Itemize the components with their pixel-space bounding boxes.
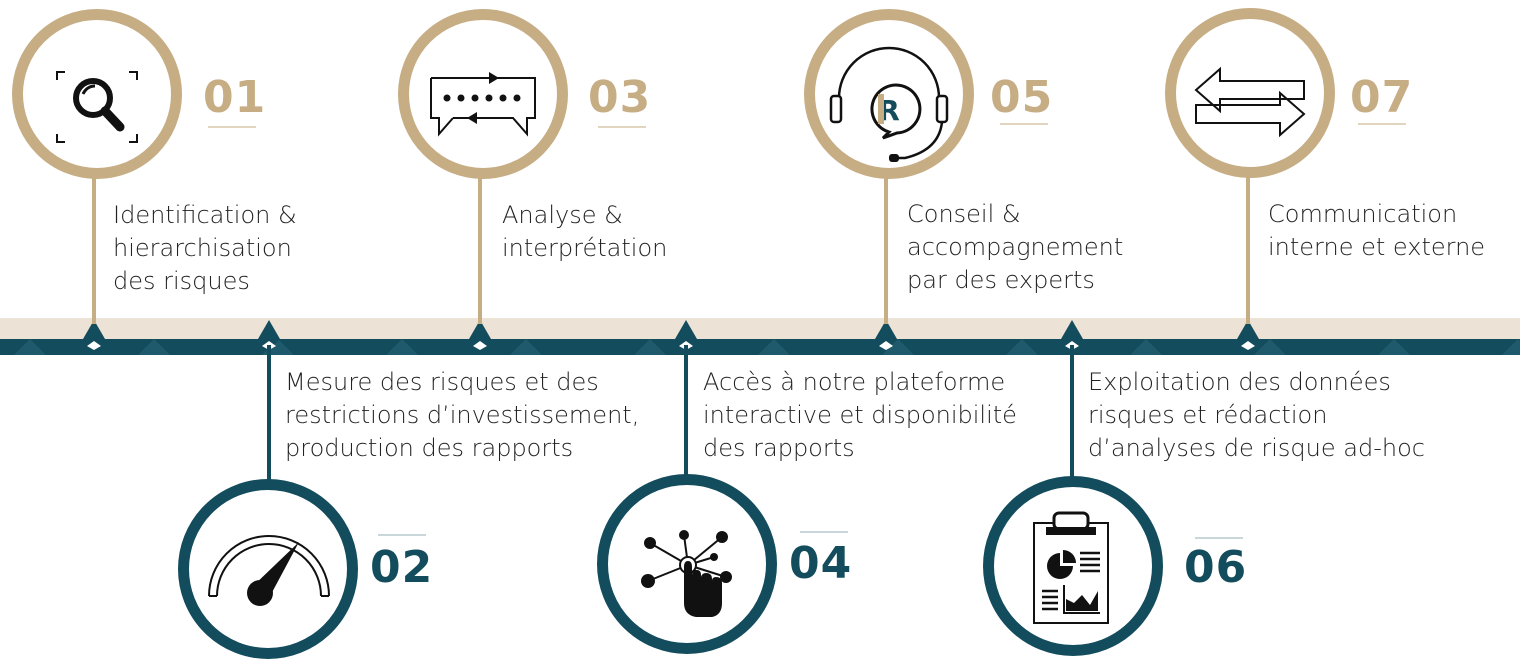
step-05-circle: R xyxy=(804,9,974,179)
step-03-circle xyxy=(398,9,568,179)
step-06-number: 06 xyxy=(1184,542,1248,593)
chat-exchange-icon xyxy=(430,72,536,137)
timeline-marker xyxy=(469,320,491,350)
timeline-marker xyxy=(83,320,105,350)
number-underline xyxy=(1195,537,1243,539)
connector-stem xyxy=(1070,345,1074,485)
step-07-label: Communication interne et externe xyxy=(1268,200,1486,261)
step-04-label: Accès à notre plateforme interactive et … xyxy=(703,368,1017,462)
connector-stem xyxy=(884,160,888,324)
gauge-icon xyxy=(208,535,330,606)
connector-stem xyxy=(267,345,271,485)
step-07-number: 07 xyxy=(1350,72,1414,123)
headset-icon: R xyxy=(829,46,949,162)
exchange-arrows-icon xyxy=(1194,66,1306,138)
touch-network-icon xyxy=(641,530,732,617)
step-02-circle xyxy=(178,479,358,659)
number-underline xyxy=(208,126,256,128)
number-underline xyxy=(378,534,426,536)
step-02-number: 02 xyxy=(370,542,434,593)
connector-stem xyxy=(684,345,688,485)
connector-stem xyxy=(92,160,96,324)
step-03-number: 03 xyxy=(588,72,652,123)
timeline-marker xyxy=(875,320,897,350)
number-underline xyxy=(598,126,646,128)
clipboard-report-icon xyxy=(1033,511,1109,624)
step-06-circle xyxy=(983,476,1163,656)
step-01-label: Identification & hierarchisation des ris… xyxy=(113,201,297,295)
step-04-circle xyxy=(597,474,777,654)
timeline-band xyxy=(0,318,1520,339)
number-underline xyxy=(1358,123,1406,125)
number-underline xyxy=(1000,123,1048,125)
step-03-label: Analyse & interprétation xyxy=(502,201,668,262)
step-05-number: 05 xyxy=(990,72,1054,123)
magnifier-icon xyxy=(56,71,138,143)
step-04-number: 04 xyxy=(789,538,853,589)
step-02-label: Mesure des risques et des restrictions d… xyxy=(285,368,640,462)
timeline-bar xyxy=(0,339,1520,355)
timeline-marker xyxy=(1237,320,1259,350)
step-01-circle xyxy=(12,9,182,179)
step-06-label: Exploitation des données risques et réda… xyxy=(1088,368,1425,462)
step-07-circle xyxy=(1165,8,1335,178)
connector-stem xyxy=(1246,160,1250,324)
connector-stem xyxy=(478,160,482,324)
step-01-number: 01 xyxy=(203,72,267,123)
number-underline xyxy=(800,531,848,533)
step-05-label: Conseil & accompagnement par des experts xyxy=(907,200,1124,294)
